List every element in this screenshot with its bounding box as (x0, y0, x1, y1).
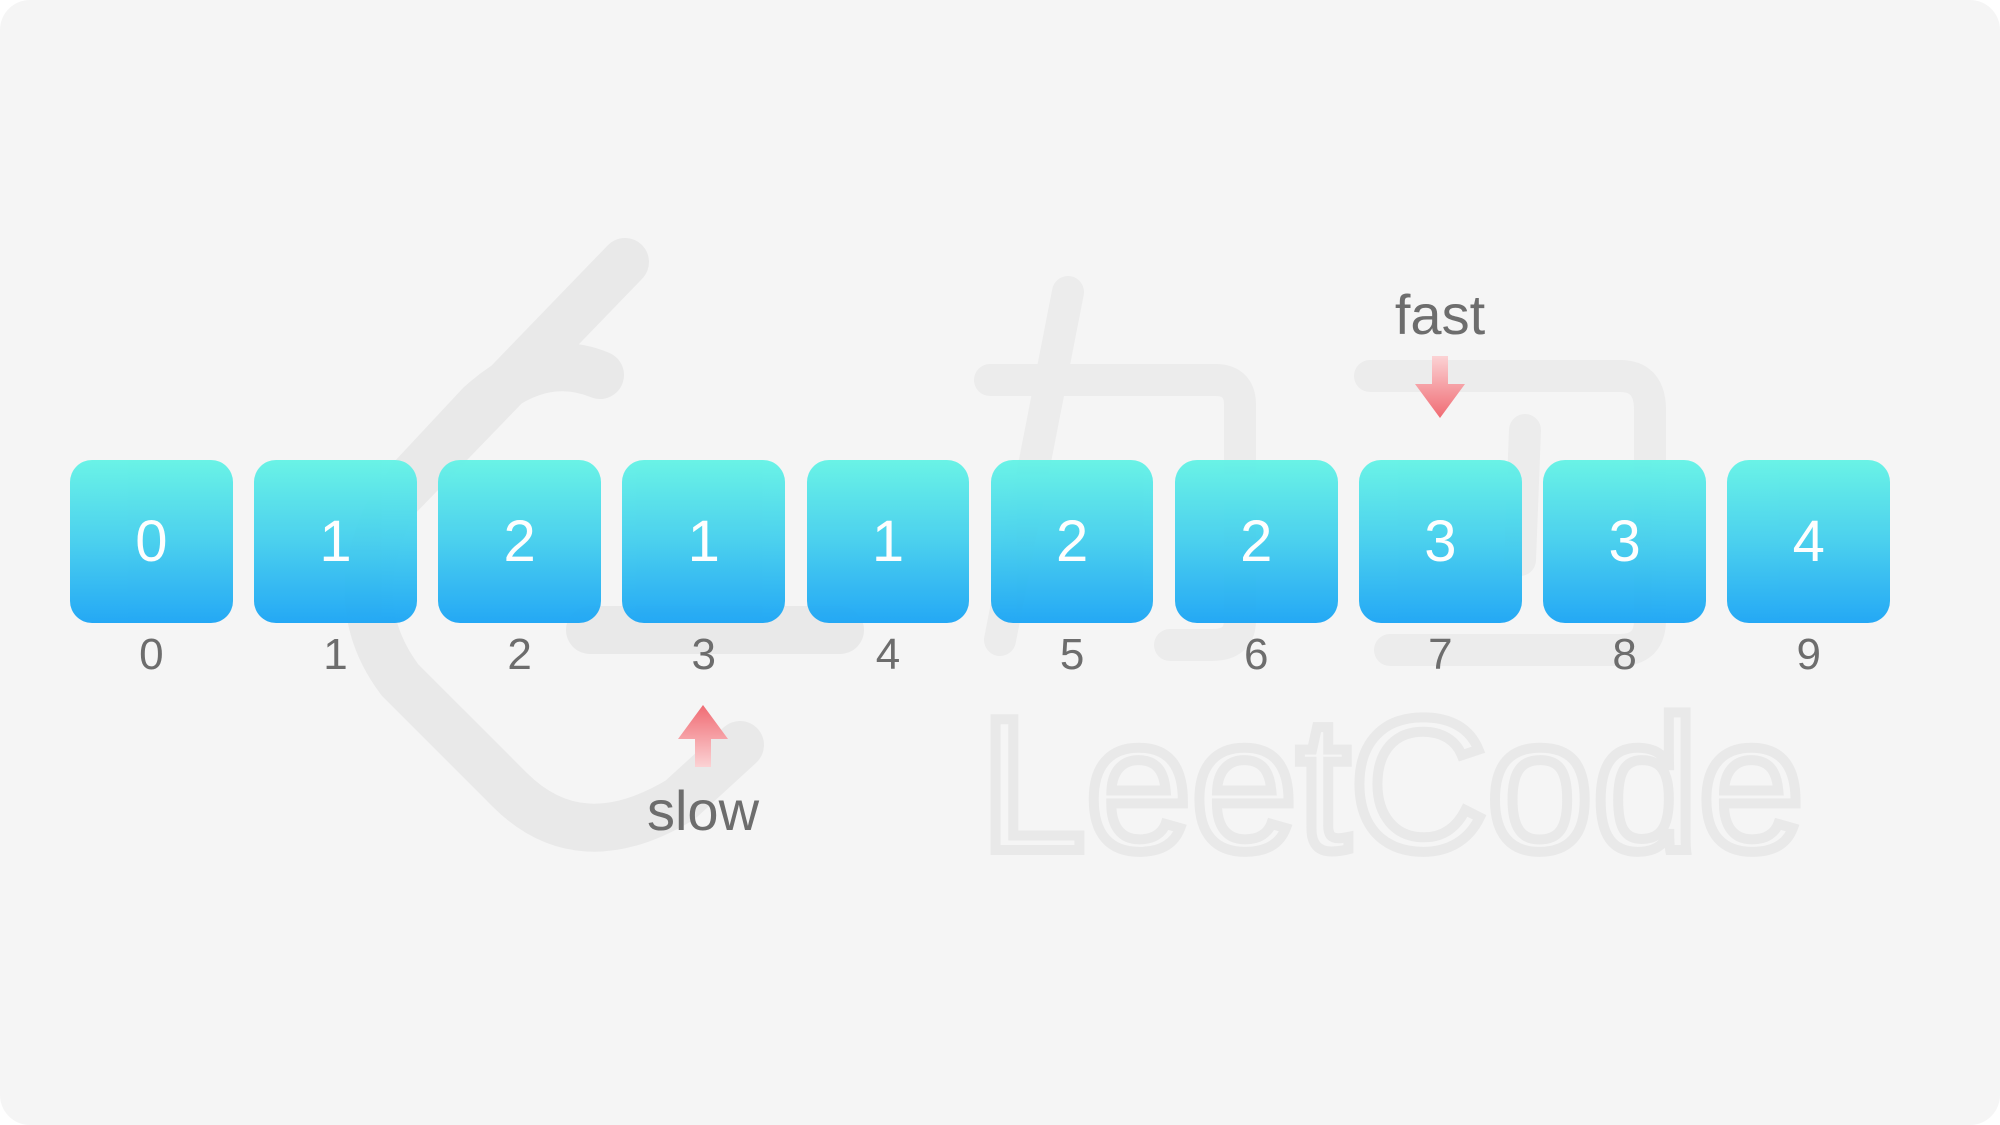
array-cell: 0 (70, 460, 233, 623)
array-cell: 2 (1174, 460, 1338, 623)
watermark-text: LeetCode (980, 679, 1804, 891)
slow-pointer-label: slow (646, 779, 760, 842)
array-cell: 1 (254, 460, 417, 623)
array-cells: 0 1 2 1 1 2 2 3 3 4 (70, 460, 1891, 623)
array-cell: 2 (990, 460, 1154, 623)
array-cell: 2 (438, 460, 601, 623)
slow-pointer-up-arrow-icon (678, 705, 728, 767)
array-cell: 1 (622, 460, 786, 623)
index-label: 7 (1428, 630, 1453, 679)
index-label: 3 (691, 630, 717, 679)
index-label: 1 (323, 630, 348, 679)
index-label: 9 (1796, 630, 1821, 679)
array-cell: 1 (806, 460, 970, 623)
array-indices: 0 1 2 3 4 5 6 7 8 9 (70, 630, 1890, 680)
watermark-logo-inner (386, 343, 624, 504)
index-label: 2 (507, 630, 532, 679)
fast-pointer-label: fast (1394, 283, 1486, 346)
index-label: 4 (875, 630, 901, 679)
index-label: 6 (1244, 630, 1269, 679)
index-label: 5 (1059, 630, 1085, 679)
array-cell: 3 (1543, 460, 1706, 623)
array-cell: 4 (1727, 460, 1891, 623)
index-label: 8 (1612, 630, 1637, 679)
array-cell: 3 (1359, 460, 1522, 623)
fast-pointer-down-arrow-icon (1415, 356, 1465, 418)
index-label: 0 (139, 630, 164, 679)
